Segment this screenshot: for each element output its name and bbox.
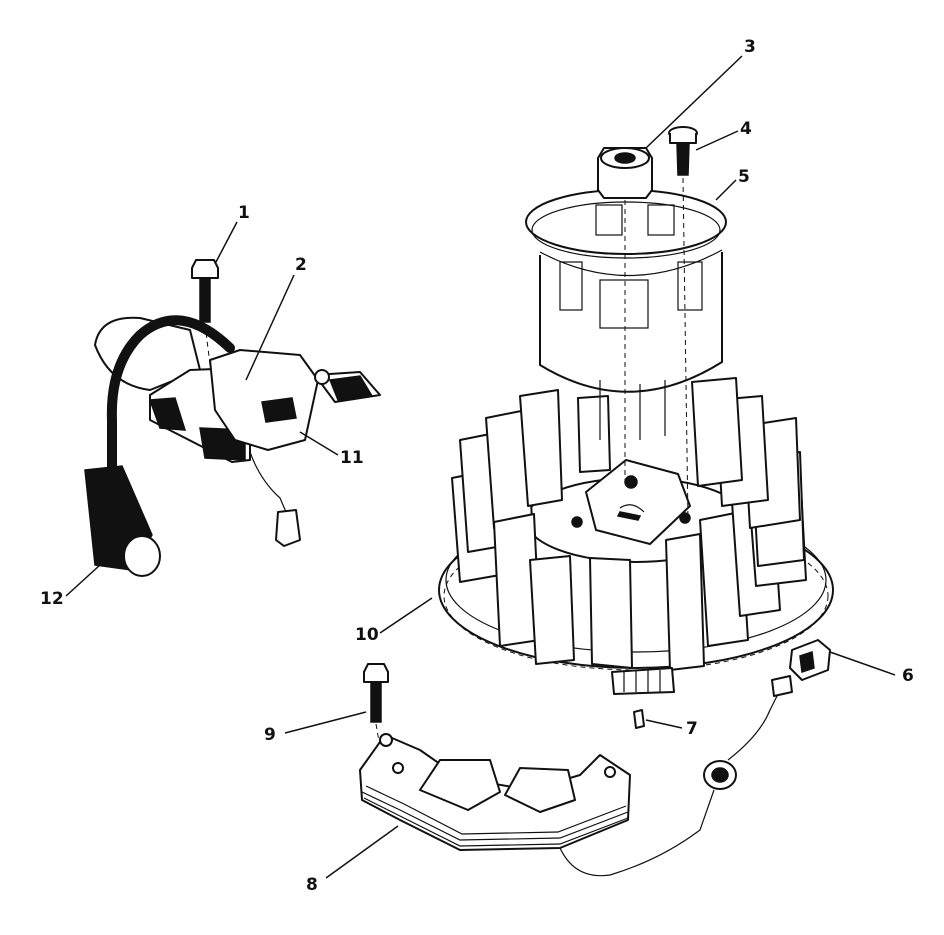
callout-5: 5: [738, 167, 750, 187]
callout-6: 6: [902, 666, 914, 686]
wire-connector: [789, 639, 831, 681]
callout-11: 11: [340, 448, 364, 468]
screen-screw: [668, 126, 698, 521]
callout-9: 9: [264, 725, 276, 745]
callout-7: 7: [686, 719, 698, 739]
callout-1: 1: [238, 203, 250, 223]
stator-lead-wire: [559, 675, 793, 877]
ignition-module: [94, 316, 381, 547]
flywheel: [438, 377, 834, 695]
callout-2: 2: [295, 255, 307, 275]
callout-4: 4: [740, 119, 752, 139]
flywheel-nut: [597, 147, 653, 480]
leader-lines: [65, 55, 896, 879]
callout-8: 8: [306, 875, 318, 895]
rotating-screen: [525, 189, 727, 440]
spark-plug-wire: [84, 315, 235, 577]
alternator-stator: [359, 733, 631, 851]
callout-labels: 1 2 3 4 5 6 7 8 9 10 11 12: [40, 37, 914, 895]
flywheel-key: [633, 709, 645, 729]
flywheel-fins: [451, 377, 807, 671]
callout-10: 10: [355, 625, 379, 645]
callout-12: 12: [40, 589, 64, 609]
callout-3: 3: [744, 37, 756, 57]
